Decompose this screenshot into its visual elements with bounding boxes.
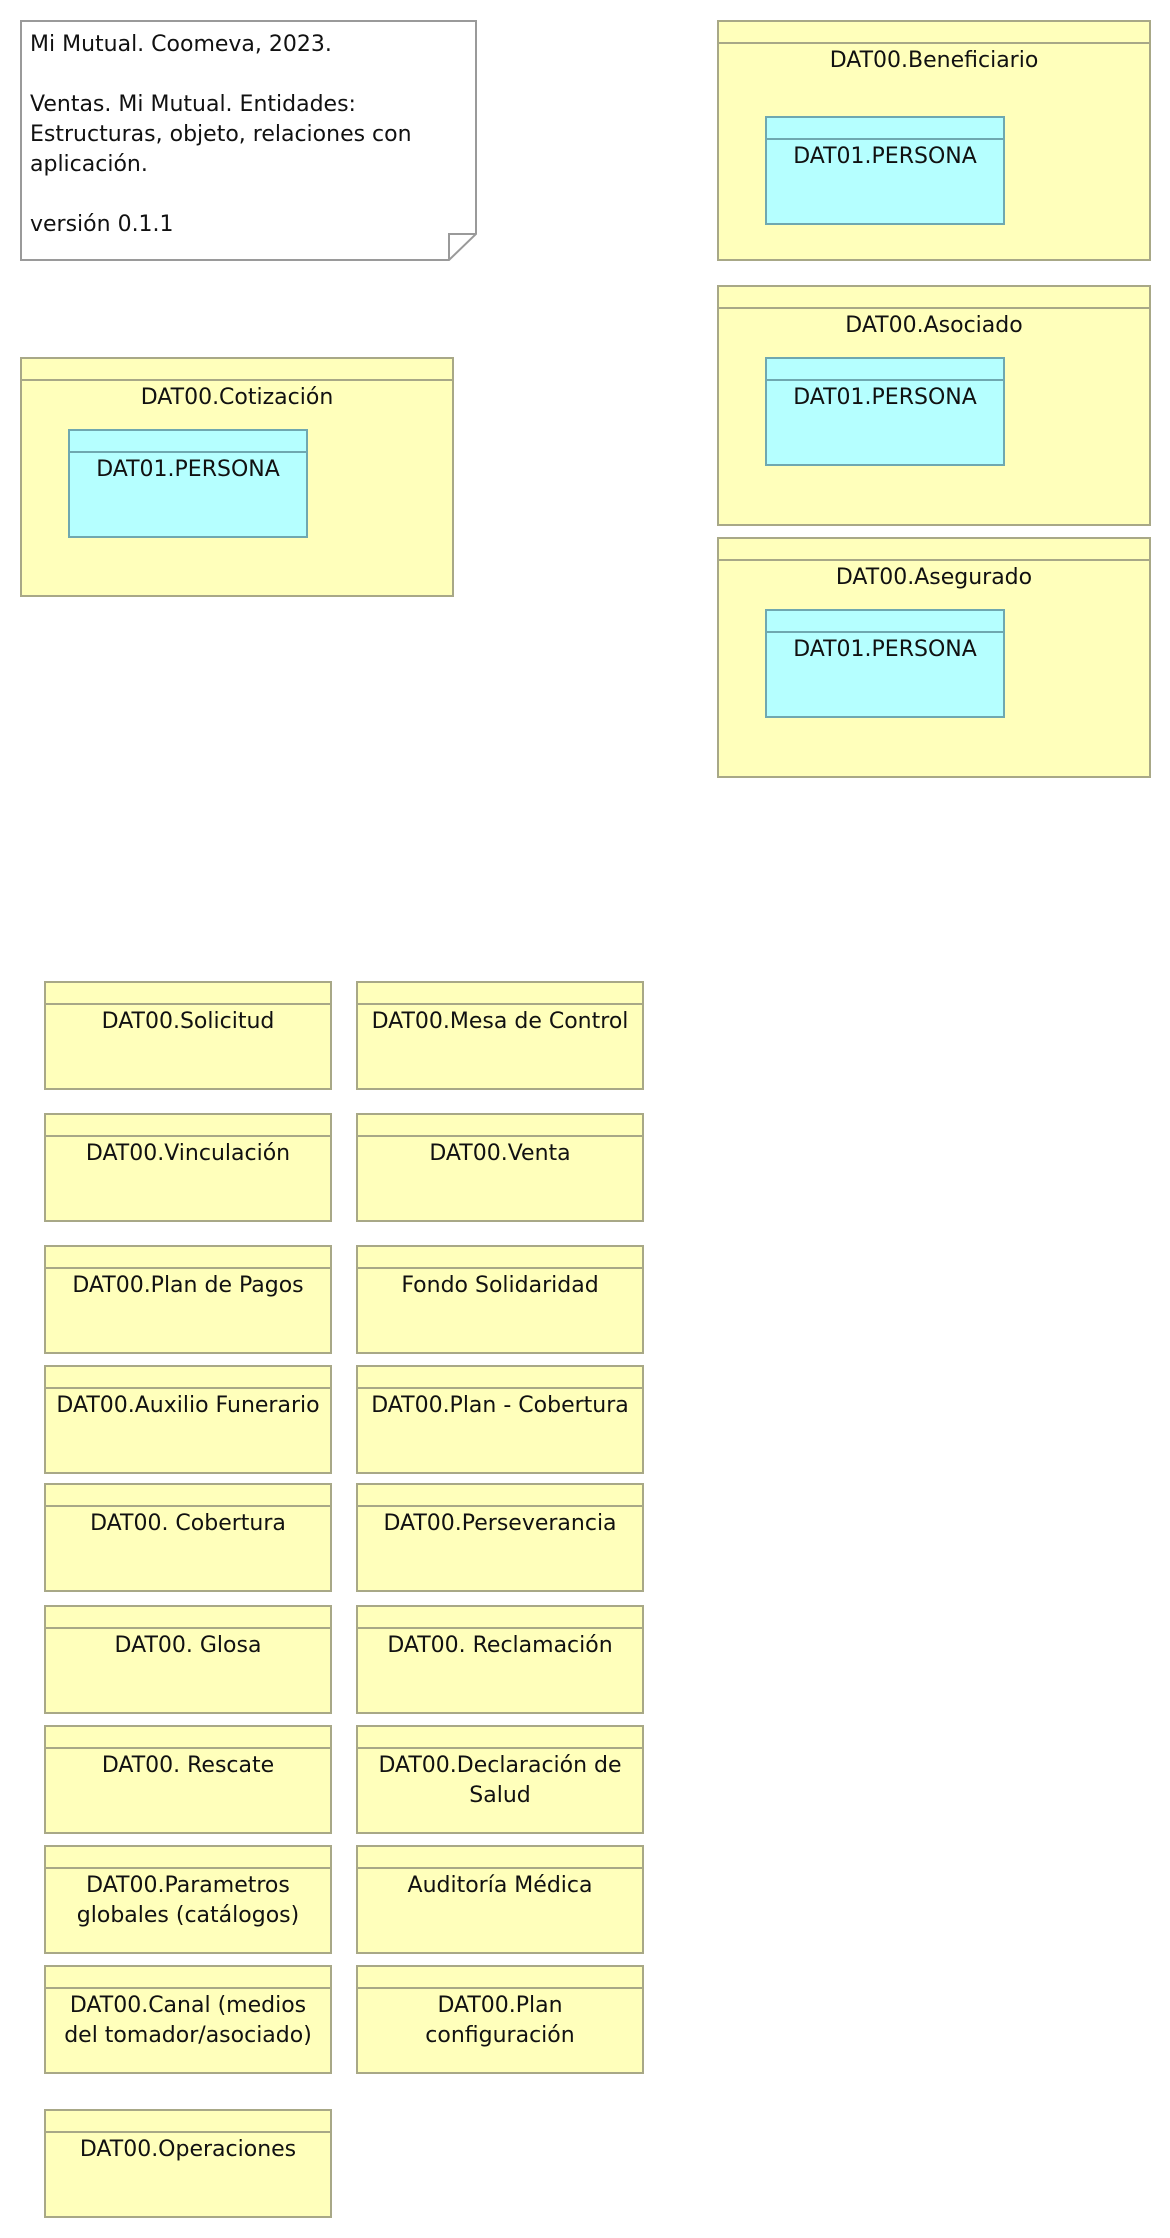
entity-header-bar <box>46 2111 330 2133</box>
entity-solicitud[interactable]: DAT00.Solicitud <box>44 981 332 1090</box>
entity-label: DAT00.Plan - Cobertura <box>371 1393 629 1418</box>
entity-plan-configuracion[interactable]: DAT00.Plan configuración <box>356 1965 644 2074</box>
entity-header-bar <box>46 1727 330 1749</box>
entity-label: DAT00.Canal (medios del tomador/asociado… <box>64 1993 312 2048</box>
entity-header-bar <box>358 1607 642 1629</box>
entity-label: Fondo Solidaridad <box>401 1273 599 1298</box>
entity-label: DAT00.Solicitud <box>101 1009 275 1034</box>
entity-label: DAT00.Cotización <box>140 385 334 410</box>
entity-auxilio-funerario[interactable]: DAT00.Auxilio Funerario <box>44 1365 332 1474</box>
inner-label: DAT01.PERSONA <box>96 457 280 482</box>
entity-label: DAT00.Beneficiario <box>829 48 1039 73</box>
entity-parametros-globales[interactable]: DAT00.Parametros globales (catálogos) <box>44 1845 332 1954</box>
entity-declaracion-de-salud[interactable]: DAT00.Declaración de Salud <box>356 1725 644 1834</box>
entity-header-bar <box>46 1607 330 1629</box>
entity-fondo-solidaridad[interactable]: Fondo Solidaridad <box>356 1245 644 1354</box>
entity-header-bar <box>358 1247 642 1269</box>
inner-header-bar <box>767 118 1003 140</box>
entity-label: DAT00. Rescate <box>101 1753 275 1778</box>
note-shape <box>20 20 477 261</box>
inner-header-bar <box>767 359 1003 381</box>
entity-header-bar <box>358 1727 642 1749</box>
entity-operaciones[interactable]: DAT00.Operaciones <box>44 2109 332 2218</box>
entity-mesa-de-control[interactable]: DAT00.Mesa de Control <box>356 981 644 1090</box>
entity-venta[interactable]: DAT00.Venta <box>356 1113 644 1222</box>
inner-persona-beneficiario[interactable]: DAT01.PERSONA <box>765 116 1005 225</box>
entity-label: DAT00.Operaciones <box>79 2137 297 2162</box>
entity-header-bar <box>46 1115 330 1137</box>
entity-header-bar <box>719 539 1149 561</box>
entity-header-bar <box>358 1115 642 1137</box>
entity-header-bar <box>46 1247 330 1269</box>
note-text: Mi Mutual. Coomeva, 2023. Ventas. Mi Mut… <box>30 32 412 237</box>
entity-label: DAT00.Declaración de Salud <box>378 1753 622 1808</box>
entity-label: DAT00. Glosa <box>114 1633 262 1658</box>
entity-header-bar <box>719 287 1149 309</box>
entity-plan-cobertura[interactable]: DAT00.Plan - Cobertura <box>356 1365 644 1474</box>
entity-vinculacion[interactable]: DAT00.Vinculación <box>44 1113 332 1222</box>
entity-label: DAT00.Parametros globales (catálogos) <box>76 1873 300 1928</box>
entity-label: DAT00.Mesa de Control <box>371 1009 629 1034</box>
entity-plan-de-pagos[interactable]: DAT00.Plan de Pagos <box>44 1245 332 1354</box>
inner-header-bar <box>70 431 306 453</box>
entity-label: DAT00.Plan configuración <box>425 1993 575 2048</box>
inner-persona-cotizacion[interactable]: DAT01.PERSONA <box>68 429 308 538</box>
entity-header-bar <box>358 1847 642 1869</box>
entity-label: DAT00. Reclamación <box>387 1633 613 1658</box>
entity-reclamacion[interactable]: DAT00. Reclamación <box>356 1605 644 1714</box>
entity-header-bar <box>719 22 1149 44</box>
entity-header-bar <box>46 1367 330 1389</box>
entity-auditoria-medica[interactable]: Auditoría Médica <box>356 1845 644 1954</box>
entity-header-bar <box>358 1485 642 1507</box>
entity-label: Auditoría Médica <box>407 1873 593 1898</box>
entity-label: DAT00.Perseverancia <box>383 1511 617 1536</box>
entity-header-bar <box>358 983 642 1005</box>
entity-header-bar <box>46 983 330 1005</box>
inner-header-bar <box>767 611 1003 633</box>
entity-rescate[interactable]: DAT00. Rescate <box>44 1725 332 1834</box>
entity-label: DAT00.Vinculación <box>85 1141 291 1166</box>
entity-label: DAT00.Asociado <box>845 313 1023 338</box>
entity-label: DAT00.Venta <box>429 1141 571 1166</box>
entity-header-bar <box>46 1847 330 1869</box>
entity-header-bar <box>358 1367 642 1389</box>
entity-header-bar <box>358 1967 642 1989</box>
inner-label: DAT01.PERSONA <box>793 144 977 169</box>
entity-header-bar <box>46 1485 330 1507</box>
entity-label: DAT00.Auxilio Funerario <box>56 1393 320 1418</box>
inner-persona-asegurado[interactable]: DAT01.PERSONA <box>765 609 1005 718</box>
entity-canal[interactable]: DAT00.Canal (medios del tomador/asociado… <box>44 1965 332 2074</box>
entity-cobertura[interactable]: DAT00. Cobertura <box>44 1483 332 1592</box>
inner-label: DAT01.PERSONA <box>793 637 977 662</box>
entity-header-bar <box>22 359 452 381</box>
entity-glosa[interactable]: DAT00. Glosa <box>44 1605 332 1714</box>
inner-label: DAT01.PERSONA <box>793 385 977 410</box>
entity-header-bar <box>46 1967 330 1989</box>
title-note: Mi Mutual. Coomeva, 2023. Ventas. Mi Mut… <box>20 20 477 261</box>
entity-label: DAT00. Cobertura <box>90 1511 286 1536</box>
entity-label: DAT00.Plan de Pagos <box>72 1273 304 1298</box>
entity-perseverancia[interactable]: DAT00.Perseverancia <box>356 1483 644 1592</box>
entity-label: DAT00.Asegurado <box>835 565 1033 590</box>
inner-persona-asociado[interactable]: DAT01.PERSONA <box>765 357 1005 466</box>
